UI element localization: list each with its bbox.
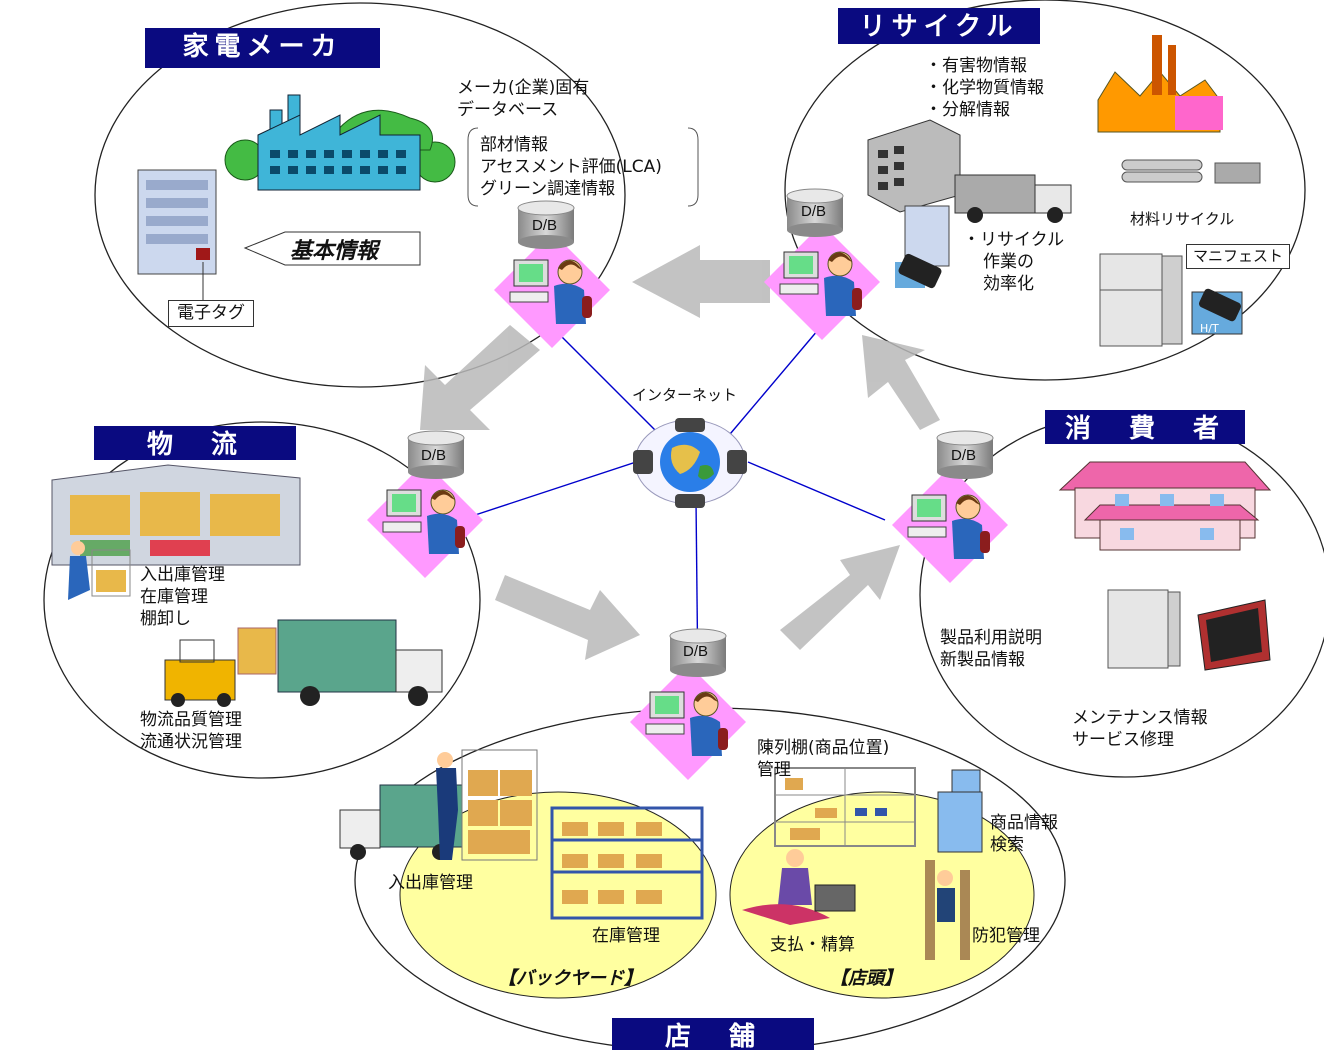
hvt-label-1: H/T [898, 290, 917, 303]
logistics-banner: 物 流 [94, 426, 296, 460]
internet-label: インターネット [632, 386, 738, 404]
material-recycle-label: 材料リサイクル [1130, 210, 1235, 228]
factory-icon [224, 94, 456, 191]
store-stock-label: 在庫管理 [592, 926, 660, 946]
security-gate-icon [925, 860, 970, 960]
store-payment-label: 支払・精算 [770, 935, 855, 955]
store-inout-label: 入出庫管理 [388, 873, 473, 893]
consumer-item-4: サービス修理 [1072, 730, 1174, 750]
logistics-terminal-icon [366, 461, 484, 579]
logistics-item-3: 棚卸し [140, 609, 191, 629]
manifest-label: マニフェスト [1186, 244, 1291, 269]
maker-db-title: メーカ(企業)固有 [457, 78, 590, 98]
store-banner: 店 舗 [612, 1018, 814, 1050]
recycle-work-3: 効率化 [983, 274, 1034, 294]
cashier-icon [742, 849, 856, 925]
db-label: D/B [683, 643, 708, 660]
consumer-item-3: メンテナンス情報 [1072, 708, 1208, 728]
storefront-label: 【店頭】 [830, 968, 902, 989]
store-search-label-1: 商品情報 [990, 813, 1058, 833]
consumer-item-1: 製品利用説明 [940, 628, 1042, 648]
cart-worker-icon [436, 749, 538, 861]
recycle-work-1: ・リサイクル [963, 230, 1065, 250]
recycling-plant-icon [1097, 35, 1223, 133]
maker-detail-1: 部材情報 [480, 135, 548, 155]
store-terminal-icon [629, 663, 747, 781]
kiosk-icon [937, 769, 983, 853]
basic-info-arrow [243, 231, 421, 266]
recycle-banner: リサイクル [838, 8, 1040, 44]
db-label: D/B [532, 217, 557, 234]
hvt-label-2: H/T [1200, 322, 1219, 335]
logistics-item-5: 流通状況管理 [140, 732, 242, 752]
db-label: D/B [801, 203, 826, 220]
garbage-truck-icon [954, 174, 1072, 223]
store-security-label: 防犯管理 [972, 926, 1040, 946]
recycle-info-3: ・分解情報 [925, 100, 1010, 120]
maker-db-subtitle: データベース [457, 100, 559, 120]
maker-detail-3: グリーン調達情報 [480, 179, 616, 199]
store-shelf-label-1: 陳列棚(商品位置) [757, 738, 890, 758]
basic-info-label: 基本情報 [290, 239, 379, 264]
logistics-item-4: 物流品質管理 [140, 710, 242, 730]
server-rack-icon [137, 169, 217, 300]
electronic-tag-label: 電子タグ [168, 300, 254, 328]
db-label: D/B [951, 447, 976, 464]
internet-globe-icon [633, 418, 747, 508]
maker-detail-2: アセスメント評価(LCA) [480, 157, 662, 177]
consumer-banner: 消 費 者 [1045, 410, 1245, 444]
logistics-item-2: 在庫管理 [140, 587, 208, 607]
office-building-icon [867, 119, 961, 213]
material-pipes-icon [1121, 159, 1261, 184]
logistics-truck-icon [277, 619, 443, 706]
db-label: D/B [421, 447, 446, 464]
recycle-info-1: ・有害物情報 [925, 56, 1027, 76]
worker-cart-icon [68, 541, 131, 600]
store-shelf-label-2: 管理 [757, 760, 791, 780]
backyard-label: 【バックヤード】 [498, 968, 642, 989]
recycle-info-2: ・化学物質情報 [925, 78, 1044, 98]
recycle-work-2: 作業の [983, 252, 1034, 272]
house-icon [1058, 461, 1272, 551]
consumer-terminal-icon [891, 466, 1009, 584]
recycle-handheld-icon [895, 205, 950, 289]
recycle-terminal-icon [763, 223, 881, 341]
consumer-item-2: 新製品情報 [940, 650, 1025, 670]
television-icon [1197, 599, 1271, 671]
refrigerator-icon [1099, 253, 1183, 347]
store-search-label-2: 検索 [990, 835, 1024, 855]
consumer-fridge-icon [1107, 589, 1181, 669]
logistics-item-1: 入出庫管理 [140, 565, 225, 585]
display-shelf-icon [774, 767, 916, 847]
forklift-icon [164, 627, 277, 707]
warehouse-icon [51, 464, 301, 566]
backyard-shelf-icon [550, 806, 704, 920]
manifest-handheld-icon [1191, 288, 1243, 335]
maker-banner: 家電メーカ [145, 28, 380, 68]
